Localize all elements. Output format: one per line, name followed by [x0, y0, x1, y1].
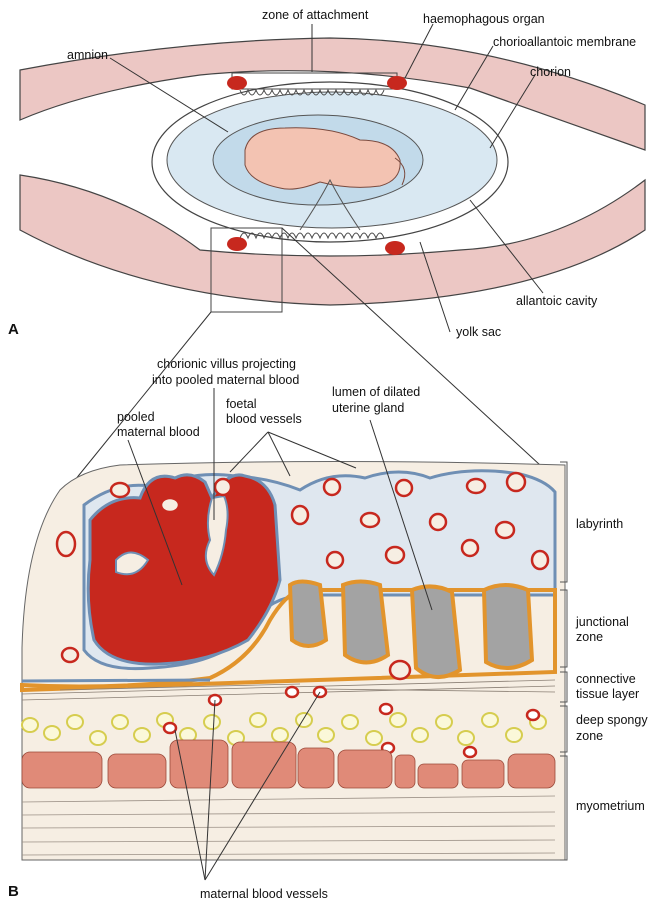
label-allantoic-cavity: allantoic cavity	[516, 294, 598, 308]
label-pooled-line2: maternal blood	[117, 425, 200, 439]
label-maternal-blood-vessels: maternal blood vessels	[200, 887, 328, 901]
label-junctional-line2: zone	[576, 630, 603, 644]
label-deep-spongy-line2: zone	[576, 729, 603, 743]
label-haemophagous-organ: haemophagous organ	[423, 12, 545, 26]
haemophagous-organ-top-left	[227, 76, 247, 90]
panel-label-a: A	[8, 321, 19, 338]
blue-basal-layer	[22, 680, 210, 681]
label-chorionic-villus-line2: into pooled maternal blood	[152, 373, 299, 387]
label-lumen-line1: lumen of dilated	[332, 385, 420, 399]
panel-label-b: B	[8, 883, 19, 900]
haemophagous-organ-bottom-left	[227, 237, 247, 251]
haemophagous-organ-top-right	[387, 76, 407, 90]
label-zone-of-attachment: zone of attachment	[262, 8, 369, 22]
label-yolk-sac: yolk sac	[456, 325, 501, 339]
label-labyrinth: labyrinth	[576, 517, 623, 531]
label-chorion: chorion	[530, 65, 571, 79]
panel-b-diagram	[22, 462, 567, 861]
label-deep-spongy-line1: deep spongy	[576, 713, 648, 727]
label-lumen-line2: uterine gland	[332, 401, 404, 415]
label-chorioallantoic-membrane: chorioallantoic membrane	[493, 35, 636, 49]
label-connective-line2: tissue layer	[576, 687, 639, 701]
label-junctional-line1: junctional	[575, 615, 629, 629]
label-amnion: amnion	[67, 48, 108, 62]
uterine-gland	[290, 582, 326, 647]
label-chorionic-villus-line1: chorionic villus projecting	[157, 357, 296, 371]
uterine-gland	[412, 586, 460, 677]
label-pooled-line1: pooled	[117, 410, 155, 424]
uterine-gland	[484, 585, 532, 668]
panel-a-diagram	[20, 38, 645, 312]
uterine-gland	[343, 582, 388, 663]
label-foetal-line1: foetal	[226, 397, 257, 411]
label-foetal-line2: blood vessels	[226, 412, 302, 426]
label-myometrium: myometrium	[576, 799, 645, 813]
haemophagous-organ-bottom-right	[385, 241, 405, 255]
label-connective-line1: connective	[576, 672, 636, 686]
